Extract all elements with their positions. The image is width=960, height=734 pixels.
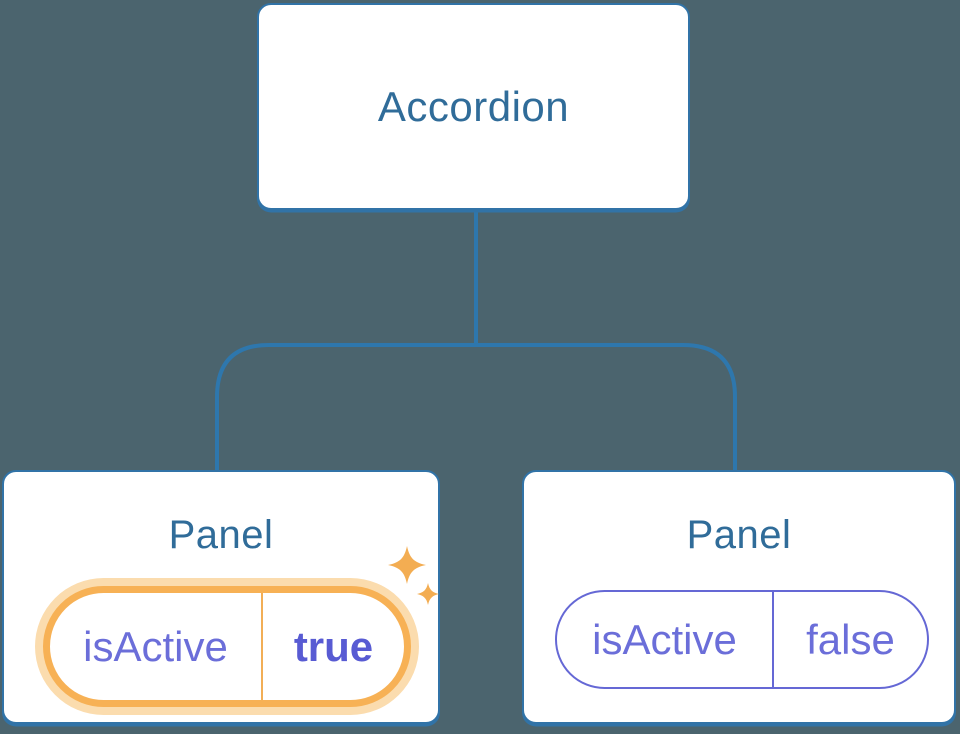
state-value-label: false (806, 615, 895, 663)
sparkles-icon (388, 546, 439, 605)
node-accordion: Accordion (257, 3, 690, 210)
connector-branch (215, 343, 737, 472)
node-panel-inactive: Panel isActive false (522, 470, 956, 724)
state-pill-inactive: isActive false (555, 590, 929, 689)
state-pill-active: isActive true (43, 586, 411, 707)
sparkle-small (417, 583, 439, 605)
sparkle-large (388, 546, 426, 584)
node-panel-inactive-label: Panel (686, 513, 792, 557)
node-panel-active: Panel isActive true (2, 470, 440, 724)
state-key-label: isActive (50, 593, 263, 700)
state-key-label: isActive (557, 592, 774, 687)
state-value-label: true (293, 622, 374, 670)
node-panel-active-label: Panel (168, 513, 274, 557)
node-accordion-label: Accordion (377, 82, 570, 130)
